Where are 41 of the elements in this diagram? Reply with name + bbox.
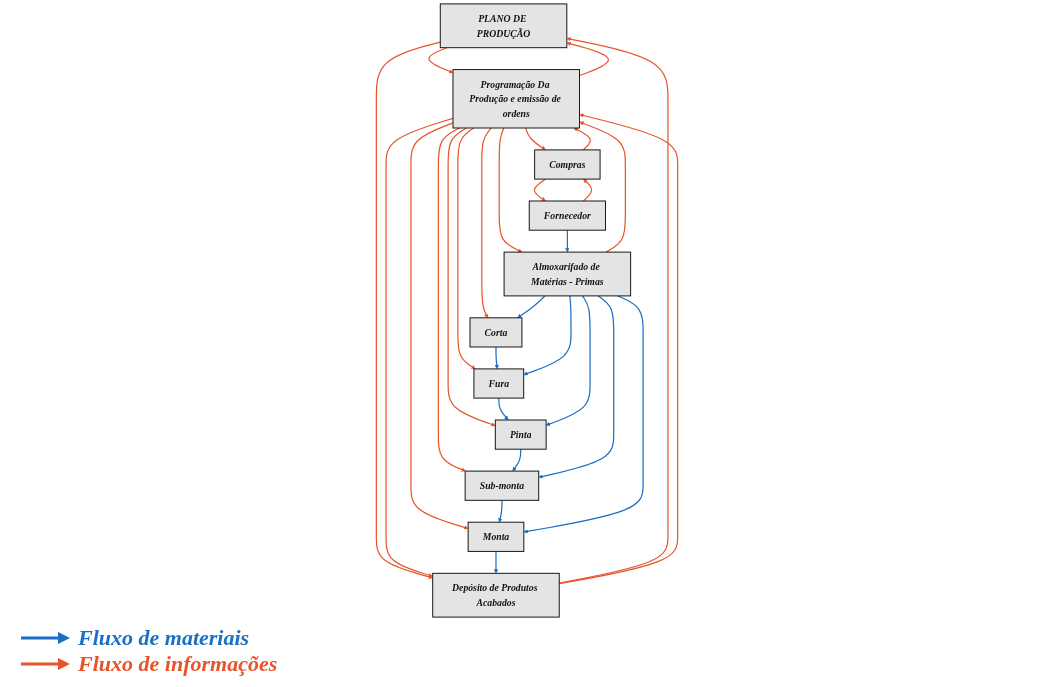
arrow (375, 41, 441, 579)
legend-text: Fluxo de materiais (78, 625, 250, 651)
node-box: Corta (469, 317, 523, 348)
arrow (457, 127, 476, 370)
arrow (525, 127, 546, 151)
node-box: Fornecedor (528, 200, 606, 231)
arrow (523, 295, 644, 534)
arrow (410, 122, 469, 530)
arrow (517, 295, 546, 318)
legend-text: Fluxo de informações (78, 651, 278, 677)
arrow (533, 178, 547, 202)
arrow (493, 550, 499, 574)
node-box: Fura (473, 368, 525, 399)
arrow (523, 295, 572, 376)
arrow (385, 117, 454, 578)
node-box: Compras (534, 149, 601, 180)
arrow (579, 121, 626, 253)
arrow (565, 229, 570, 253)
arrow (573, 127, 591, 151)
arrow (447, 127, 496, 427)
node-box: Programação Da Produção e emissão de ordens (452, 69, 580, 129)
arrow (498, 397, 509, 421)
node-box: Almoxarifado de Matérias - Primas (503, 251, 632, 297)
arrow (558, 37, 669, 584)
arrow (512, 448, 522, 472)
arrow (566, 41, 609, 77)
arrow (481, 127, 492, 318)
node-box: Sub-monta (464, 470, 540, 501)
arrow (582, 178, 593, 202)
arrow (494, 346, 499, 370)
arrow (498, 499, 503, 523)
arrow (428, 47, 454, 74)
arrow (498, 127, 523, 253)
arrow (545, 295, 591, 426)
arrow (437, 127, 466, 472)
arrow (558, 113, 679, 585)
arrow (538, 295, 615, 479)
node-box: Pinta (494, 419, 547, 450)
node-box: Monta (467, 521, 525, 552)
node-box: PLANO DE PRODUÇÃO (439, 3, 568, 49)
node-box: Depósito de Produtos Acabados (432, 572, 560, 618)
